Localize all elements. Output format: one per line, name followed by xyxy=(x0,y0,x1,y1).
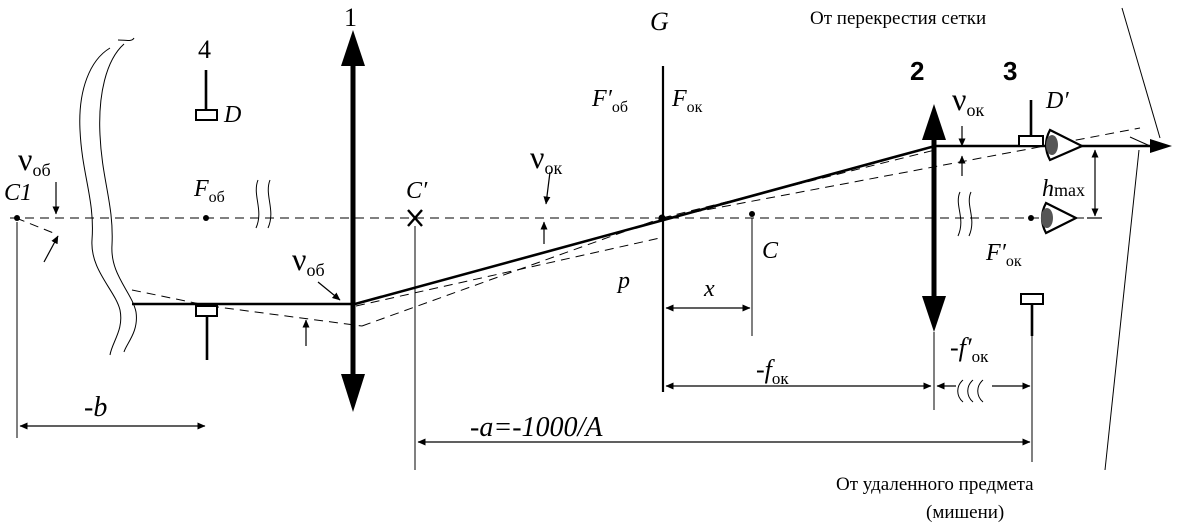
objective-lens xyxy=(341,30,365,412)
diaphragm-D xyxy=(195,70,218,121)
label-lens-1: 1 xyxy=(344,3,357,32)
label-h-max: hmax xyxy=(1042,176,1085,202)
label-x: x xyxy=(703,276,715,302)
label-distance-a: -a=-1000/A xyxy=(470,412,603,443)
note-target-line1: От удаленного предмета xyxy=(836,474,1034,495)
label-F-prime-ob: F′об xyxy=(591,86,628,116)
label-marker-4: 4 xyxy=(198,35,211,64)
eyepiece-lens xyxy=(922,104,946,332)
label-F-ok: Fок xyxy=(671,86,703,116)
ray-arrowhead xyxy=(1150,139,1172,153)
diaphragm-bottom-right xyxy=(1020,293,1044,336)
label-nu-ob-left: νоб xyxy=(18,141,51,180)
label-C1: C1 xyxy=(4,180,32,206)
label-minus-b: -b xyxy=(84,392,107,423)
note-target-line2: (мишени) xyxy=(926,502,1004,523)
eye-icon-lower xyxy=(1040,201,1079,235)
label-G: G xyxy=(650,7,669,36)
C-prime-cross xyxy=(407,209,423,227)
label-nu-ok-middle: νок xyxy=(530,139,562,178)
guide-line-bottom xyxy=(1104,149,1140,471)
label-lens-2: 2 xyxy=(910,56,924,86)
angle-arrows xyxy=(43,126,966,346)
label-F-ob: Fоб xyxy=(193,176,225,206)
terrain-lines xyxy=(79,37,137,356)
axis-points xyxy=(14,211,1034,222)
eye-icon-upper xyxy=(1044,128,1085,162)
label-minus-f-ok: -fок xyxy=(756,355,789,388)
extension-lines xyxy=(16,218,1033,470)
label-F-prime-ok: F′ок xyxy=(985,240,1022,270)
guide-line-top xyxy=(1121,7,1161,139)
note-reticle: От перекрестия сетки xyxy=(810,8,986,29)
break-marks xyxy=(255,179,984,403)
label-C-prime: C′ xyxy=(406,178,428,204)
label-marker-3: 3 xyxy=(1003,56,1017,86)
label-D: D xyxy=(223,102,241,128)
label-C: C xyxy=(762,238,779,264)
diaphragm-bottom-left xyxy=(195,305,218,360)
label-nu-ob: νоб xyxy=(292,241,325,280)
label-nu-ok-right: νок xyxy=(952,81,984,120)
diaphragm-D-prime xyxy=(1018,100,1044,147)
label-D-prime: D′ xyxy=(1045,88,1069,114)
label-minus-f-prime-ok: -f′ок xyxy=(950,333,989,366)
label-p: p xyxy=(616,268,630,294)
principal-ray xyxy=(132,144,1150,306)
ray-tail-mark xyxy=(1129,136,1151,147)
